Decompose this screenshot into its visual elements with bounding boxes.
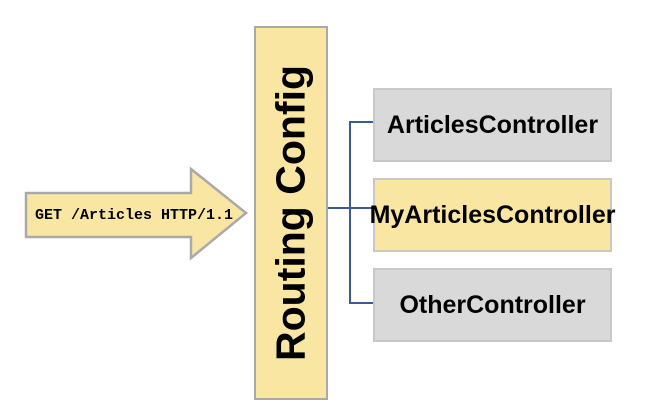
controller-box-my-articles: MyArticlesController (370, 178, 615, 252)
controller-box-articles: ArticlesController (373, 88, 612, 162)
routing-config-label: Routing Config (267, 64, 314, 362)
controller-box-other: OtherController (373, 268, 612, 342)
routing-config-box: Routing Config (254, 26, 328, 400)
http-request-label: GET /Articles HTTP/1.1 (35, 206, 234, 224)
connector-bracket-line (349, 121, 373, 304)
request-arrow-shape (24, 166, 248, 261)
